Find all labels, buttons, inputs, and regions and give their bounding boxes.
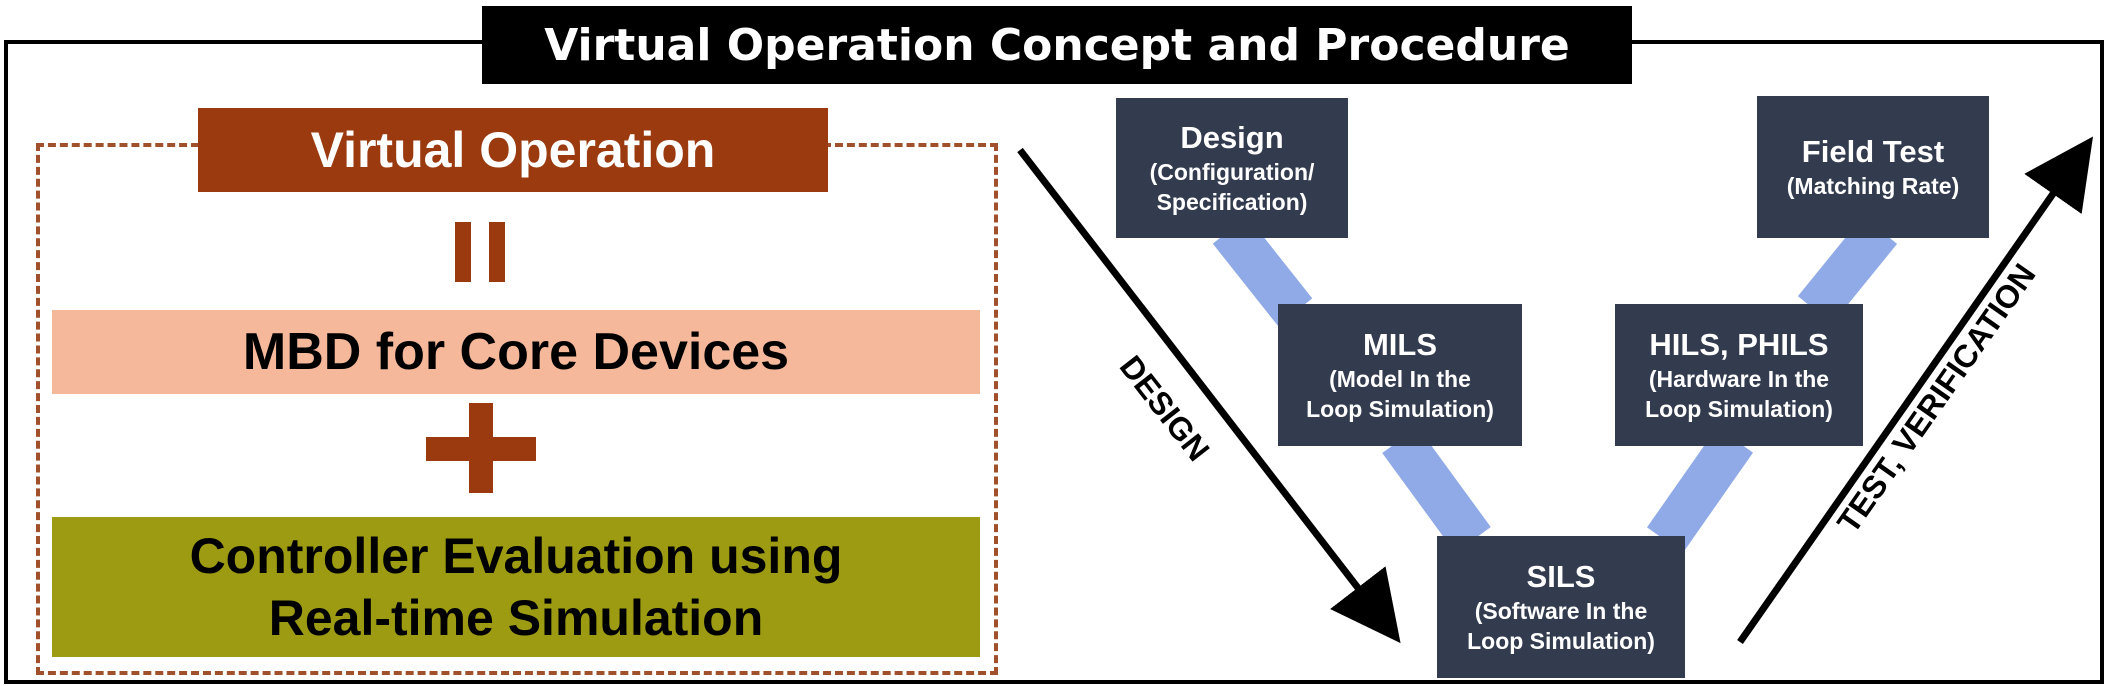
design-box-sub2: Specification) xyxy=(1156,189,1308,215)
diagram-title: Virtual Operation Concept and Procedure xyxy=(482,6,1632,84)
equals-sign-left-bar xyxy=(455,222,471,282)
design-box: Design (Configuration/ Specification) xyxy=(1116,98,1348,238)
controller-line-2: Real-time Simulation xyxy=(268,590,764,646)
controller-evaluation-label: Controller Evaluation using Real-time Si… xyxy=(52,517,980,657)
sils-box: SILS (Software In the Loop Simulation) xyxy=(1437,536,1685,678)
connector-design-mils xyxy=(1212,216,1313,326)
hils-phils-box: HILS, PHILS (Hardware In the Loop Simula… xyxy=(1615,304,1863,446)
sils-box-sub2: Loop Simulation) xyxy=(1467,628,1655,654)
virtual-operation-label: Virtual Operation xyxy=(198,108,828,192)
mbd-core-devices-label: MBD for Core Devices xyxy=(52,310,980,394)
hils-box-sub1: (Hardware In the xyxy=(1648,366,1830,392)
connector-sils-hils xyxy=(1646,427,1754,553)
sils-box-sub1: (Software In the xyxy=(1474,598,1648,624)
controller-line-1: Controller Evaluation using xyxy=(189,528,843,584)
design-box-title: Design xyxy=(1180,120,1284,155)
mils-box-title: MILS xyxy=(1362,327,1438,362)
hils-box-title: HILS, PHILS xyxy=(1649,327,1829,362)
connector-hils-field xyxy=(1797,216,1898,324)
mils-box-sub2: Loop Simulation) xyxy=(1306,396,1494,422)
plus-sign-vertical xyxy=(469,403,493,493)
sils-box-title: SILS xyxy=(1526,559,1596,594)
design-arrow xyxy=(1017,147,1401,644)
hils-box-sub2: Loop Simulation) xyxy=(1645,396,1833,422)
field-test-box-sub1: (Matching Rate) xyxy=(1786,173,1960,199)
connector-mils-sils xyxy=(1382,427,1491,553)
equals-sign-right-bar xyxy=(489,222,505,282)
field-test-box-title: Field Test xyxy=(1801,134,1945,169)
design-box-sub1: (Configuration/ xyxy=(1149,159,1315,185)
mils-box-sub1: (Model In the xyxy=(1329,366,1471,392)
field-test-box: Field Test (Matching Rate) xyxy=(1757,96,1989,238)
mils-box: MILS (Model In the Loop Simulation) xyxy=(1278,304,1522,446)
test-verification-arrow xyxy=(1737,136,2094,645)
